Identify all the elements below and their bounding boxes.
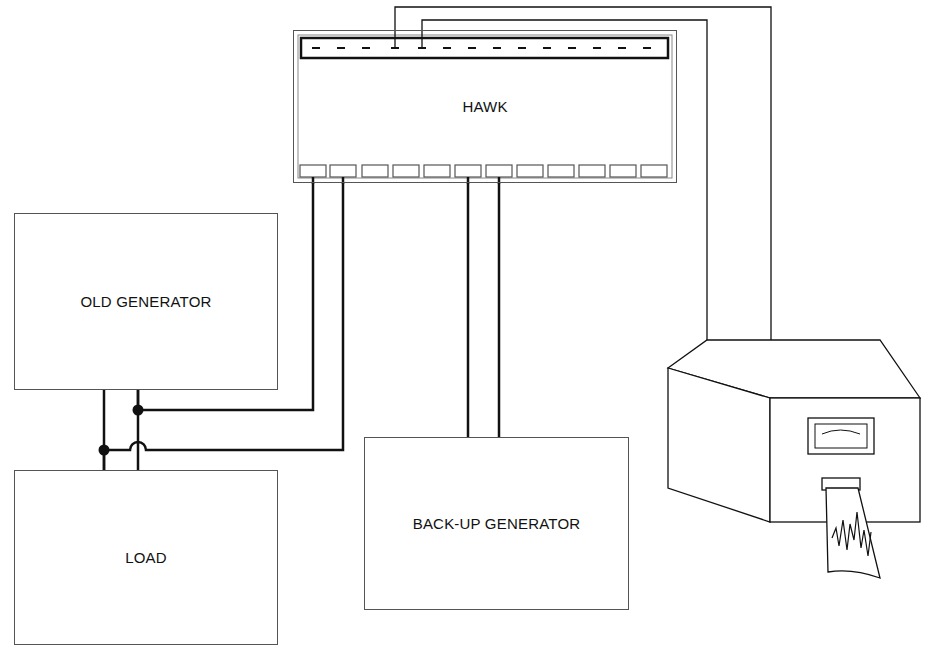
wire <box>104 183 343 470</box>
wire <box>137 390 140 470</box>
strip-terminals <box>312 47 651 49</box>
wire-connector <box>104 390 138 470</box>
wire-connector <box>468 183 499 437</box>
bottom-terminals <box>300 165 667 177</box>
wire <box>103 390 106 470</box>
box-label: LOAD <box>125 549 167 566</box>
wire <box>467 183 470 437</box>
wire <box>498 183 501 437</box>
box-label: HAWK <box>462 98 507 115</box>
load-box: LOAD <box>14 470 278 645</box>
hawk-inner-frame <box>298 35 672 178</box>
terminal-strip <box>301 38 668 58</box>
box-label: OLD GENERATOR <box>80 293 211 310</box>
generator-box: BACK-UP GENERATOR <box>364 437 629 610</box>
box-label: BACK-UP GENERATOR <box>413 515 581 532</box>
chart-recorder <box>668 340 920 578</box>
monitor-box: HAWK <box>293 30 677 183</box>
generator-box: OLD GENERATOR <box>14 213 278 390</box>
recorder-wires <box>395 7 771 346</box>
wire-connector <box>104 183 343 470</box>
